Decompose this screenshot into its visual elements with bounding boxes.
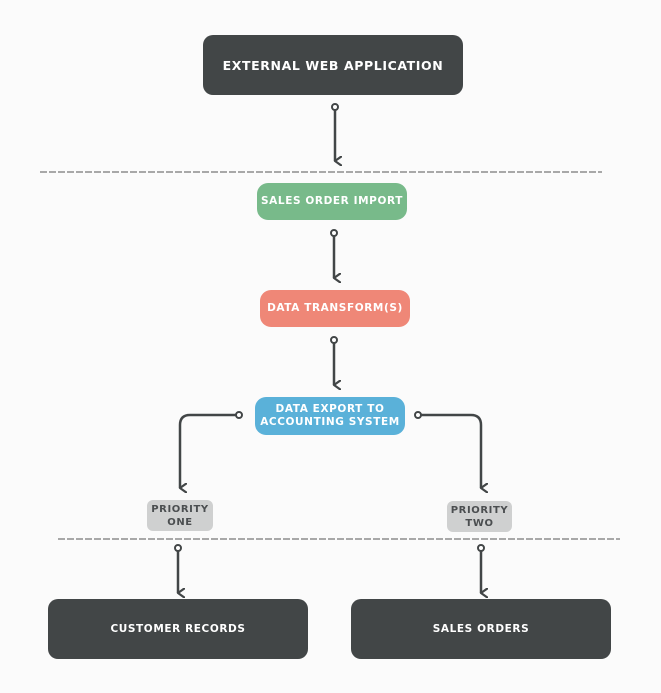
connector-transform-to-export xyxy=(330,336,337,385)
connector-app-to-import xyxy=(331,103,338,161)
connector-export-to-priority-one xyxy=(178,411,243,488)
data-transform-box: DATA TRANSFORM(S) xyxy=(260,290,410,327)
connector-import-to-transform xyxy=(330,229,337,278)
connector-priority-one-to-customer-records xyxy=(174,544,181,593)
customer-records-box: CUSTOMER RECORDS xyxy=(48,599,308,659)
priority-two-tag: PRIORITY TWO xyxy=(447,501,512,532)
data-export-box: DATA EXPORT TO ACCOUNTING SYSTEM xyxy=(255,397,405,435)
connector-priority-two-to-sales-orders xyxy=(477,544,484,593)
connector-export-to-priority-two xyxy=(414,411,481,488)
external-web-application-box: EXTERNAL WEB APPLICATION xyxy=(203,35,463,95)
sales-order-import-box: SALES ORDER IMPORT xyxy=(257,183,407,220)
priority-one-tag: PRIORITY ONE xyxy=(147,500,213,531)
sales-orders-box: SALES ORDERS xyxy=(351,599,611,659)
